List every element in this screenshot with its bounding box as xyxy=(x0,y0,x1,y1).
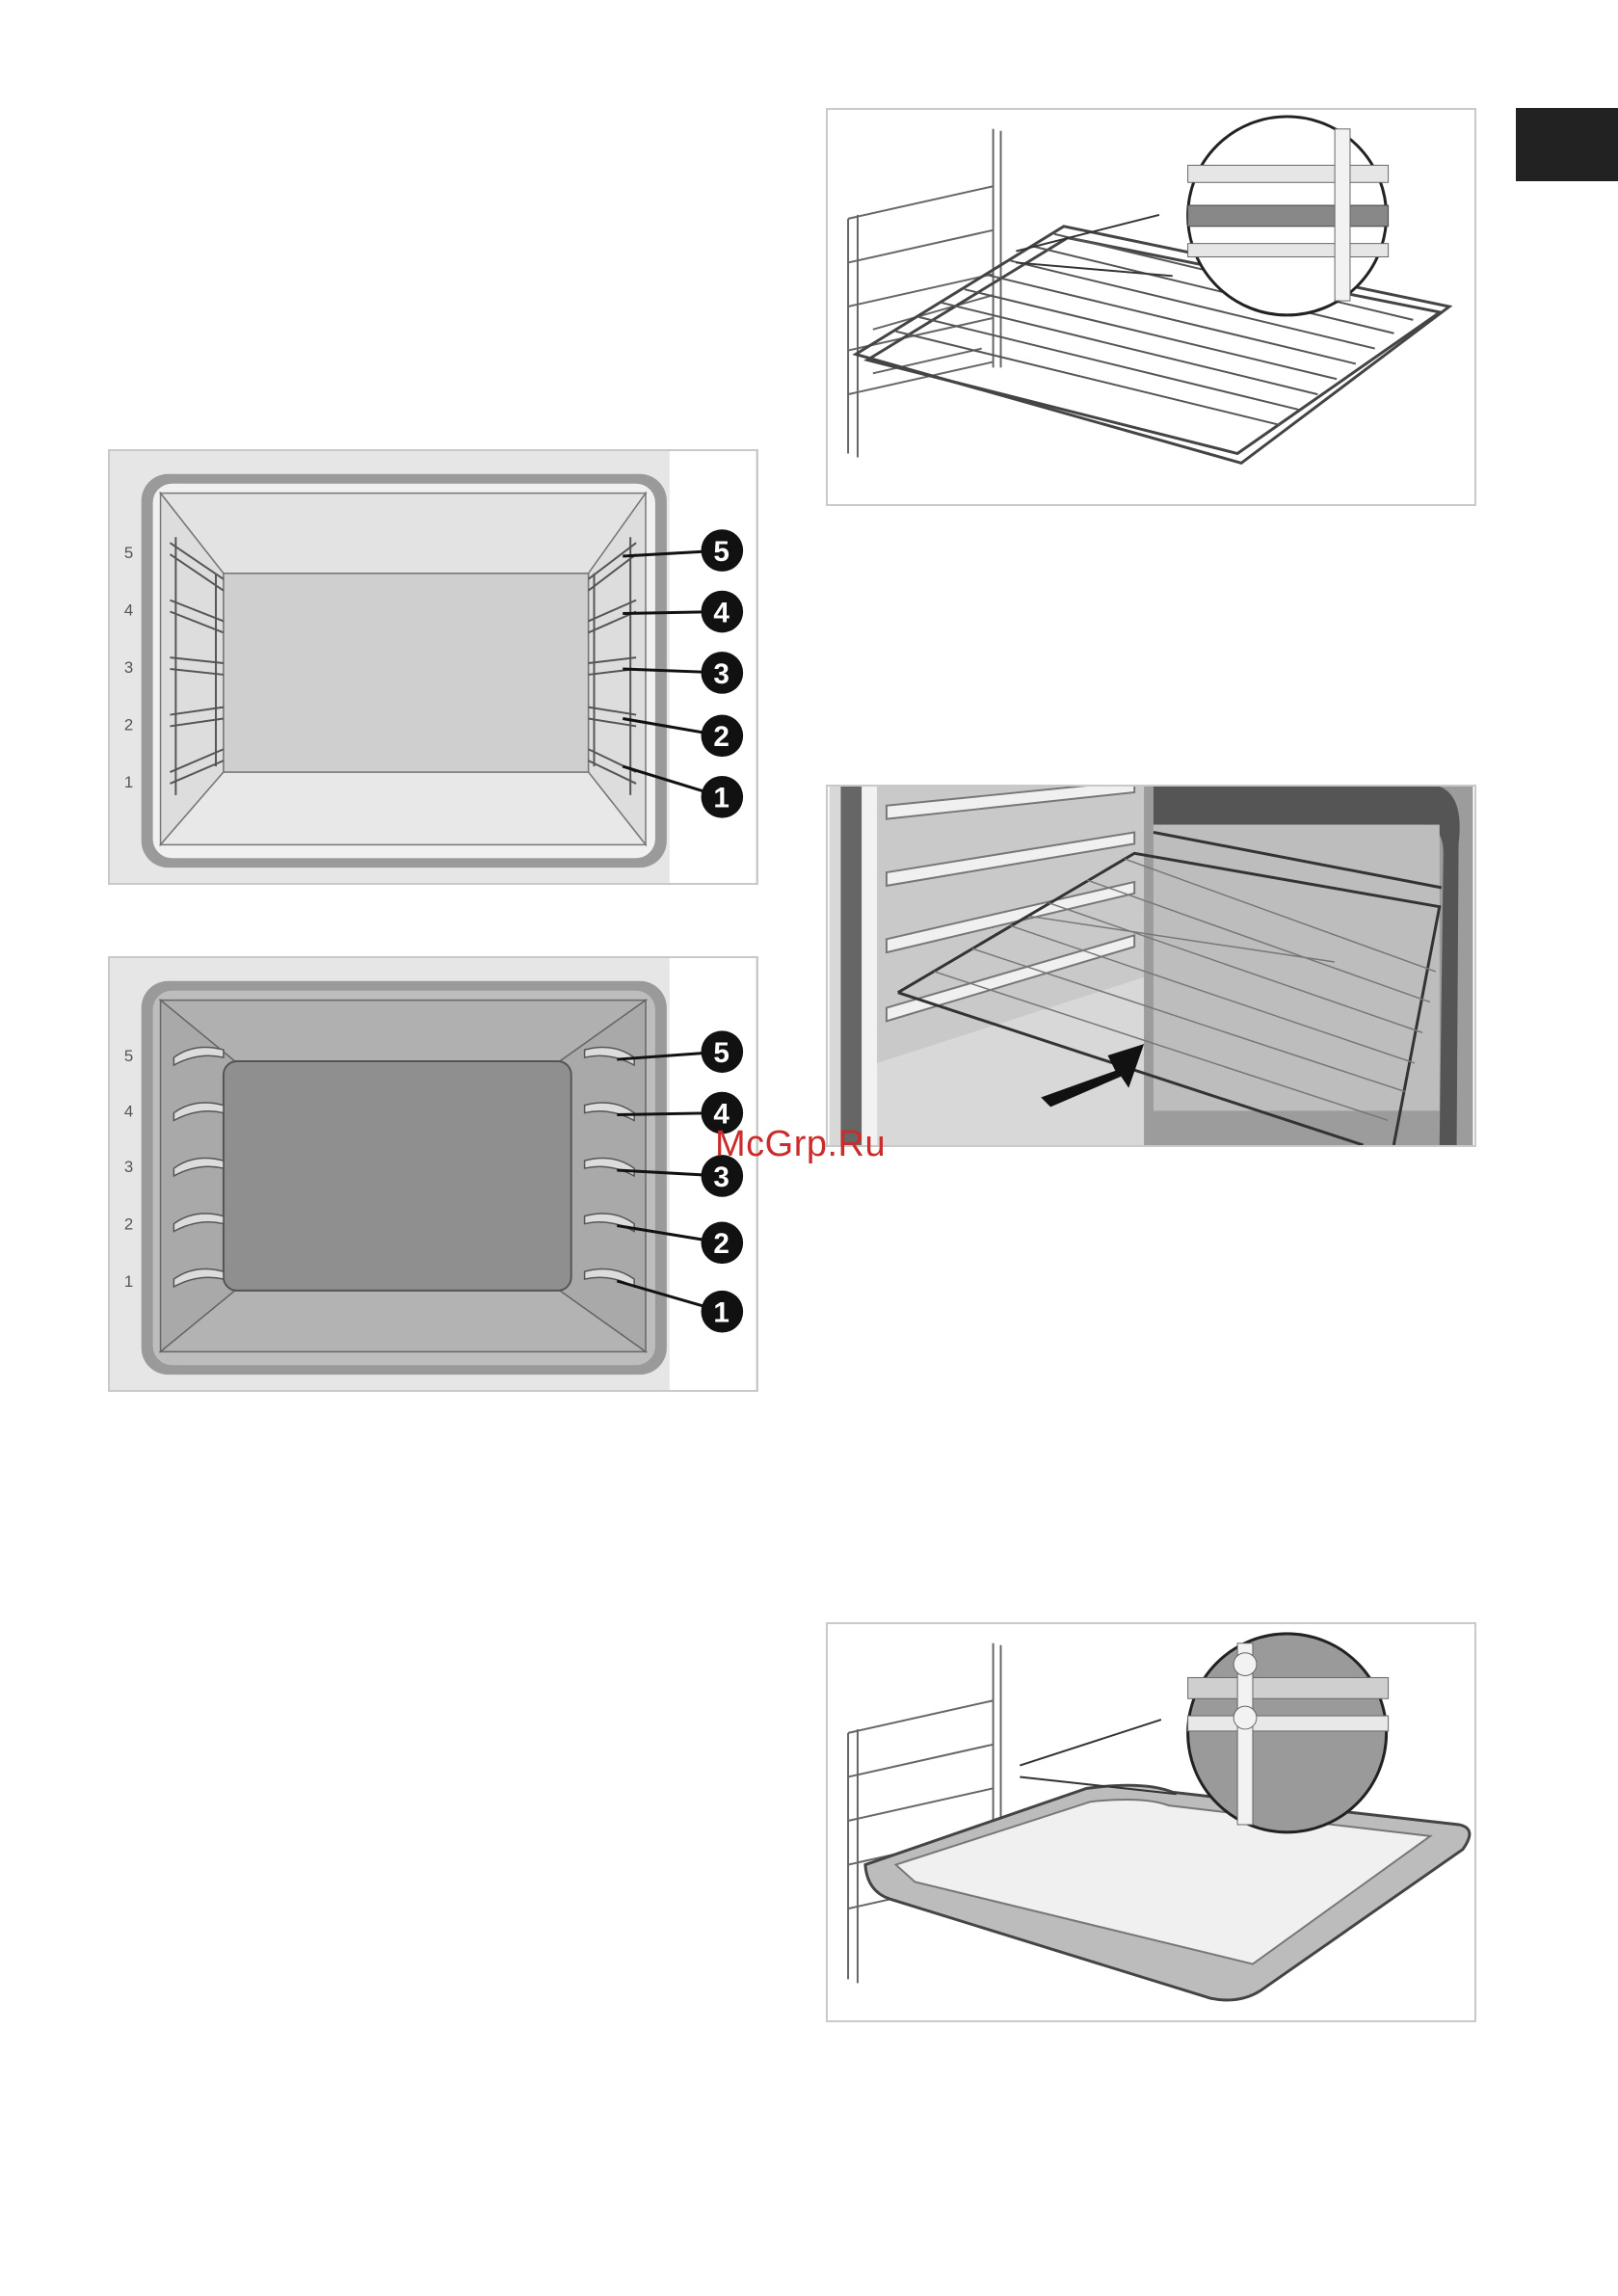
baking-tray-icon xyxy=(828,1624,1474,2020)
level-label-5: 5 xyxy=(124,1047,133,1065)
callout-5: 5 xyxy=(702,1030,744,1073)
section-tab xyxy=(1516,108,1618,181)
svg-text:1: 1 xyxy=(713,783,729,814)
rack-push-in-figure xyxy=(826,785,1476,1147)
level-label-2: 2 xyxy=(124,1215,133,1233)
oven-cavity-illustration: 5 4 3 2 1 5 4 3 2 1 xyxy=(110,451,756,883)
oven-cavity-telescopic-rails-figure: 5 4 3 2 1 5 4 3 2 1 xyxy=(108,956,758,1392)
callout-5: 5 xyxy=(702,529,744,572)
callout-1: 1 xyxy=(702,1291,744,1333)
svg-text:2: 2 xyxy=(713,721,729,753)
svg-text:5: 5 xyxy=(713,1037,729,1069)
magnifier-detail xyxy=(1188,1634,1389,1832)
level-label-4: 4 xyxy=(124,601,133,619)
svg-text:3: 3 xyxy=(713,1161,729,1193)
svg-text:2: 2 xyxy=(713,1228,729,1260)
callout-1: 1 xyxy=(702,776,744,818)
push-arrow-icon xyxy=(828,787,1474,1145)
wire-rack-icon xyxy=(828,110,1474,504)
wire-rack-insertion-figure xyxy=(826,108,1476,506)
level-label-3: 3 xyxy=(124,1158,133,1176)
svg-text:4: 4 xyxy=(713,597,729,628)
magnifier-detail xyxy=(1188,117,1389,315)
level-label-2: 2 xyxy=(124,715,133,734)
level-label-4: 4 xyxy=(124,1103,133,1121)
svg-text:3: 3 xyxy=(713,658,729,690)
level-label-3: 3 xyxy=(124,658,133,677)
callout-2: 2 xyxy=(702,715,744,758)
baking-tray-insertion-figure xyxy=(826,1622,1476,2022)
oven-cavity-wire-rails-figure: 5 4 3 2 1 5 4 3 2 1 xyxy=(108,449,758,885)
svg-text:5: 5 xyxy=(713,536,729,568)
watermark: McGrp.Ru xyxy=(715,1124,886,1165)
level-label-1: 1 xyxy=(124,773,133,791)
callout-3: 3 xyxy=(702,652,744,694)
callout-4: 4 xyxy=(702,591,744,633)
level-label-5: 5 xyxy=(124,544,133,562)
svg-text:1: 1 xyxy=(713,1297,729,1329)
level-label-1: 1 xyxy=(124,1272,133,1291)
oven-cavity-illustration-2: 5 4 3 2 1 5 4 3 2 1 xyxy=(110,958,756,1390)
callout-2: 2 xyxy=(702,1222,744,1265)
